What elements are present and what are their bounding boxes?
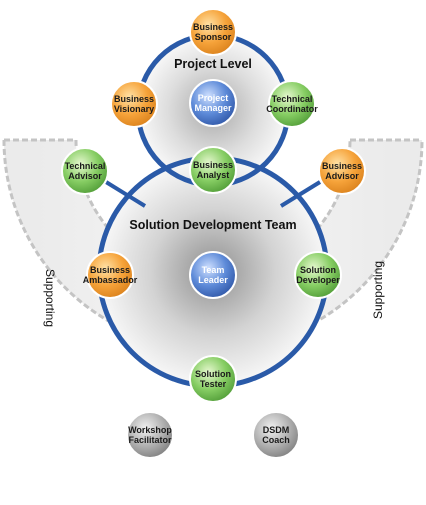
- solution-tester-line1: Solution: [195, 369, 231, 379]
- project-manager-line2: Manager: [194, 103, 232, 113]
- business-sponsor-line1: Business: [193, 22, 233, 32]
- business-ambassador-line2: Ambassador: [83, 275, 138, 285]
- team-title: Solution Development Team: [129, 218, 296, 232]
- solution-developer-line2: Developer: [296, 275, 340, 285]
- team-leader-line2: Leader: [198, 275, 228, 285]
- team-leader-node: Team Leader: [189, 251, 237, 299]
- technical-advisor-line2: Advisor: [68, 171, 102, 181]
- business-visionary-line1: Business: [114, 94, 154, 104]
- business-analyst-node: Business Analyst: [189, 146, 237, 194]
- business-advisor-node: Business Advisor: [318, 147, 366, 195]
- business-analyst-line2: Analyst: [197, 170, 230, 180]
- solution-tester-line2: Tester: [200, 379, 227, 389]
- business-advisor-line1: Business: [322, 161, 362, 171]
- supporting-right-label: Supporting: [371, 261, 385, 319]
- business-analyst-line1: Business: [193, 160, 233, 170]
- solution-developer-line1: Solution: [300, 265, 336, 275]
- technical-coordinator-line2: Coordinator: [266, 104, 318, 114]
- workshop-facilitator-line2: Facilitator: [128, 435, 172, 445]
- project-manager-line1: Project: [198, 93, 229, 103]
- business-visionary-line2: Visionary: [114, 104, 154, 114]
- team-leader-line1: Team: [202, 265, 225, 275]
- dsdm-coach-node: DSDM Coach: [252, 411, 300, 459]
- supporting-left-label: Supporting: [43, 269, 57, 327]
- technical-advisor-connector: [104, 180, 147, 208]
- project-level-title: Project Level: [174, 57, 252, 71]
- technical-coordinator-node: Technical Coordinator: [266, 80, 318, 128]
- workshop-facilitator-node: Workshop Facilitator: [126, 411, 174, 459]
- business-advisor-line2: Advisor: [325, 171, 359, 181]
- workshop-facilitator-line1: Workshop: [128, 425, 172, 435]
- business-advisor-connector: [279, 180, 322, 208]
- business-ambassador-line1: Business: [90, 265, 130, 275]
- solution-developer-node: Solution Developer: [294, 251, 342, 299]
- dsdm-coach-line1: DSDM: [263, 425, 290, 435]
- technical-coordinator-line1: Technical: [272, 94, 313, 104]
- technical-advisor-node: Technical Advisor: [61, 147, 109, 195]
- dsdm-coach-line2: Coach: [262, 435, 290, 445]
- business-ambassador-node: Business Ambassador: [83, 251, 138, 299]
- business-sponsor-node: Business Sponsor: [189, 8, 237, 56]
- project-manager-node: Project Manager: [189, 79, 237, 127]
- business-visionary-node: Business Visionary: [110, 80, 158, 128]
- solution-tester-node: Solution Tester: [189, 355, 237, 403]
- technical-advisor-line1: Technical: [65, 161, 106, 171]
- business-sponsor-line2: Sponsor: [195, 32, 232, 42]
